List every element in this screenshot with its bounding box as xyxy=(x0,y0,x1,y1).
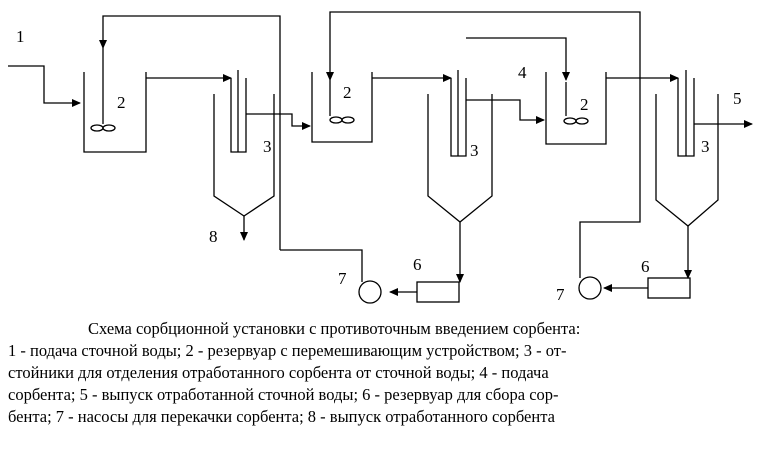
pump-icon xyxy=(578,276,602,300)
settler-3 xyxy=(655,70,753,279)
mixing-tank-3 xyxy=(545,72,679,145)
return-pipes xyxy=(99,11,641,250)
pump-icon xyxy=(358,280,382,304)
transfer-2-3 xyxy=(466,99,545,124)
label-3-stage1: 3 xyxy=(263,137,272,156)
label-2-stage2: 2 xyxy=(343,83,352,102)
mixing-tank-2 xyxy=(311,72,452,143)
pump-2 xyxy=(578,196,641,300)
caption-line: бента; 7 - насосы для перекачки сорбента… xyxy=(8,407,555,426)
stirrer-icon xyxy=(90,124,104,132)
label-1: 1 xyxy=(16,27,25,46)
collector-1 xyxy=(389,281,460,303)
collector-2 xyxy=(603,277,691,299)
label-2-stage1: 2 xyxy=(117,93,126,112)
label-6-first: 6 xyxy=(413,255,422,274)
figure-caption: Схема сорбционной установки с противоточ… xyxy=(8,318,752,428)
pump-1 xyxy=(280,249,382,304)
label-7-first: 7 xyxy=(338,269,347,288)
settler-1 xyxy=(213,70,275,241)
label-6-second: 6 xyxy=(641,257,650,276)
caption-title: Схема сорбционной установки с противоточ… xyxy=(88,319,581,338)
label-7-second: 7 xyxy=(556,285,565,304)
transfer-1-2 xyxy=(246,113,311,130)
label-4: 4 xyxy=(518,63,527,82)
inlet-line xyxy=(8,65,81,107)
mixing-tank-1 xyxy=(83,48,232,153)
label-8: 8 xyxy=(209,227,218,246)
label-3-stage3: 3 xyxy=(701,137,710,156)
stirrer-icon xyxy=(329,116,343,124)
label-2-stage3: 2 xyxy=(580,95,589,114)
settler-2 xyxy=(427,70,493,283)
label-5: 5 xyxy=(733,89,742,108)
caption-line: стойники для отделения отработанного сор… xyxy=(8,363,549,382)
label-3-stage2: 3 xyxy=(470,141,479,160)
caption-line: 1 - подача сточной воды; 2 - резервуар с… xyxy=(8,341,567,360)
caption-line: сорбента; 5 - выпуск отработанной сточно… xyxy=(8,385,559,404)
stirrer-icon xyxy=(563,117,577,125)
scheme-drawing: 1 2 3 8 4 2 3 6 xyxy=(8,11,753,304)
